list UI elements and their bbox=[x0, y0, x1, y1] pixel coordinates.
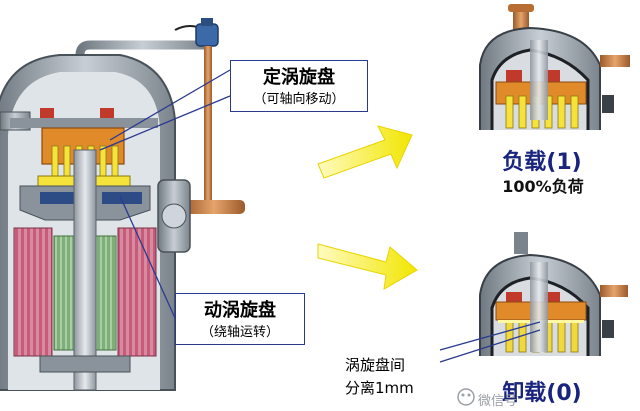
fixed-scroll-note: （可轴向移动） bbox=[253, 92, 345, 107]
unloaded-compressor-cutaway bbox=[478, 232, 628, 362]
scroll-gap-label-line2: 分离1mm bbox=[345, 379, 414, 397]
orbiting-scroll-label: 动涡旋盘 bbox=[204, 300, 276, 321]
arrow-to-unloaded-icon bbox=[317, 243, 418, 290]
orbiting-scroll-callout bbox=[175, 293, 305, 345]
main-compressor-cutaway bbox=[0, 18, 245, 391]
scroll-gap-label-line1: 涡旋盘间 bbox=[345, 356, 406, 374]
solenoid-valve-icon bbox=[195, 23, 219, 47]
watermark-text: 微信号 bbox=[478, 394, 518, 409]
arrow-to-loaded-icon bbox=[317, 125, 413, 179]
fixed-scroll-callout bbox=[230, 60, 368, 112]
loaded-state-label: 负载(1) bbox=[502, 150, 582, 175]
orbiting-scroll-note: （绕轴运转） bbox=[200, 325, 279, 340]
loaded-compressor-cutaway bbox=[478, 4, 630, 138]
leader-lines bbox=[99, 69, 541, 363]
wechat-watermark-icon bbox=[457, 388, 475, 406]
fixed-scroll-label: 定涡旋盘 bbox=[263, 67, 335, 88]
unloaded-state-label: 卸载(0) bbox=[502, 381, 582, 406]
loaded-percent-label: 100%负荷 bbox=[502, 177, 584, 196]
